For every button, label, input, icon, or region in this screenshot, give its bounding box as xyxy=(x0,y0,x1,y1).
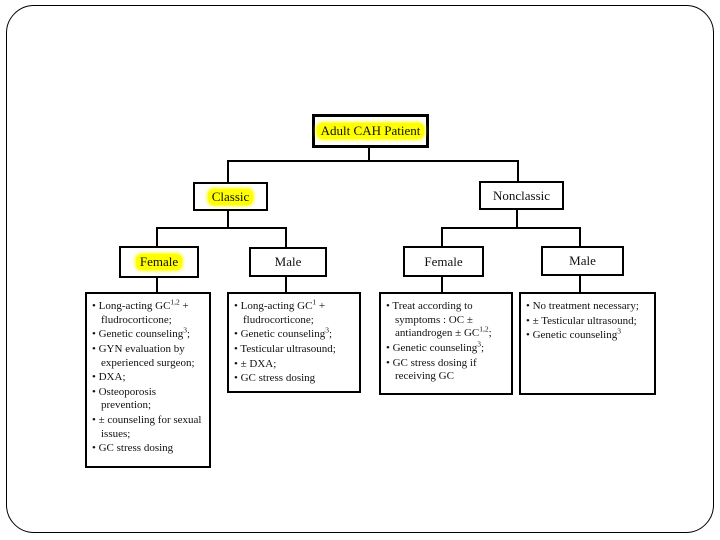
bullet-item: • Long-acting GC1,2 + fludrocorticone; xyxy=(92,297,189,326)
nonclassic-female-details: • Treat according to symptoms : OC ± ant… xyxy=(379,292,513,395)
bullet-marker-icon: • xyxy=(234,357,241,370)
bullet-marker-icon: • xyxy=(92,300,99,312)
bullet-marker-icon: • xyxy=(526,300,533,312)
root-node-label: Adult CAH Patient xyxy=(316,123,425,139)
bullet-item: • Genetic counseling3; xyxy=(234,325,333,341)
bullet-marker-icon: • xyxy=(526,329,533,342)
connector-to-classic xyxy=(227,160,229,182)
connector-classic-male-leaf xyxy=(285,273,287,292)
bullet-item: • Testicular ultrasound; xyxy=(234,342,336,355)
bullet-marker-icon: • xyxy=(386,356,393,369)
bullet-item: • No treatment necessary; xyxy=(526,300,639,312)
nonclassic-node: Nonclassic xyxy=(479,181,564,210)
bullet-item: • Genetic counseling3; xyxy=(92,325,191,341)
bullet-item: • Genetic counseling3 xyxy=(526,326,621,342)
connector-level1-horizontal xyxy=(227,160,519,162)
classic-female-details: • Long-acting GC1,2 + fludrocorticone;• … xyxy=(85,292,211,468)
bullet-marker-icon: • xyxy=(234,300,241,312)
connector-root-down xyxy=(368,142,370,162)
connector-nonclassic-down xyxy=(516,206,518,229)
bullet-item: • DXA; xyxy=(92,371,126,384)
nonclassic-node-label: Nonclassic xyxy=(492,187,551,203)
connector-to-nonclassic-female xyxy=(441,227,443,246)
bullet-item: • ± DXA; xyxy=(234,357,277,370)
bullet-item: • Genetic counseling3; xyxy=(386,339,485,354)
bullet-marker-icon: • xyxy=(92,328,99,341)
classic-male-node: Male xyxy=(249,247,327,277)
bullet-marker-icon: • xyxy=(386,341,393,354)
nonclassic-female-label: Female xyxy=(424,253,463,269)
connector-to-classic-female xyxy=(156,227,158,246)
connector-to-nonclassic-male xyxy=(579,227,581,246)
bullet-marker-icon: • xyxy=(92,385,99,398)
nonclassic-male-details: • No treatment necessary; • ± Testicular … xyxy=(519,292,656,395)
connector-classic-down xyxy=(227,207,229,229)
connector-to-nonclassic xyxy=(517,160,519,181)
bullet-marker-icon: • xyxy=(92,442,99,455)
bullet-item: • Long-acting GC1 + fludrocorticone; xyxy=(234,297,326,326)
bullet-item: • Treat according to symptoms : OC ± ant… xyxy=(386,300,492,340)
classic-male-details: • Long-acting GC1 + fludrocorticone;• Ge… xyxy=(227,292,361,393)
connector-classic-female-leaf xyxy=(156,274,158,292)
bullet-item: • ± Testicular ultrasound; xyxy=(526,314,637,327)
bullet-item: • GC stress dosing xyxy=(92,442,174,455)
bullet-marker-icon: • xyxy=(92,414,99,426)
bullet-item: • GC stress dosing if receiving GC xyxy=(386,356,477,383)
bullet-marker-icon: • xyxy=(234,328,241,341)
bullet-marker-icon: • xyxy=(234,342,241,355)
connector-nonclassic-female-leaf xyxy=(441,273,443,292)
classic-node-label: Classic xyxy=(207,188,254,205)
classic-male-label: Male xyxy=(274,254,302,269)
classic-female-label: Female xyxy=(135,254,183,270)
classic-node: Classic xyxy=(193,182,268,211)
connector-nonclassic-male-leaf xyxy=(579,272,581,292)
bullet-marker-icon: • xyxy=(526,314,533,327)
connector-nonclassic-horizontal xyxy=(441,227,581,229)
connector-to-classic-male xyxy=(285,227,287,247)
nonclassic-male-label: Male xyxy=(569,253,596,268)
connector-classic-horizontal xyxy=(156,227,287,229)
nonclassic-female-node: Female xyxy=(403,246,484,277)
bullet-item: • GC stress dosing xyxy=(234,372,316,385)
bullet-item: • GYN evaluation by experienced surgeon; xyxy=(92,342,195,369)
bullet-marker-icon: • xyxy=(92,342,99,355)
bullet-marker-icon: • xyxy=(234,372,241,385)
classic-female-node: Female xyxy=(119,246,199,278)
bullet-item: • Osteoporosis prevention; xyxy=(92,385,157,412)
nonclassic-male-node: Male xyxy=(541,246,624,276)
bullet-marker-icon: • xyxy=(92,371,99,384)
bullet-item: • ± counseling for sexual issues; xyxy=(92,414,202,440)
bullet-marker-icon: • xyxy=(386,300,393,312)
root-node: Adult CAH Patient xyxy=(312,114,429,148)
